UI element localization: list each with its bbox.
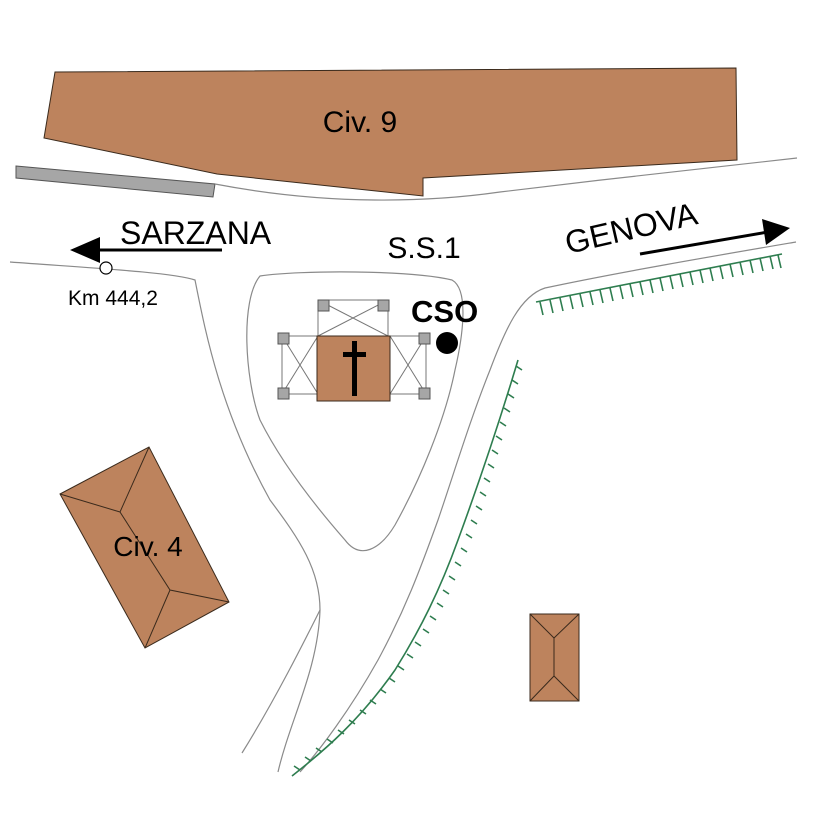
church-pillar — [277, 387, 290, 400]
building-civ-9 — [43, 67, 738, 197]
church — [277, 299, 431, 402]
hollow-circle-icon — [99, 261, 113, 275]
road-edges — [9, 157, 798, 773]
km-marker-label: Km 444,2 — [68, 287, 158, 310]
building-small — [529, 613, 580, 702]
direction-east-label: GENOVA — [561, 195, 701, 260]
road-edge-southwest — [9, 261, 321, 773]
direction-arrow-east — [639, 219, 790, 256]
building-civ-4-label: Civ. 4 — [113, 531, 183, 562]
filled-circle-icon — [436, 332, 458, 354]
embankment-side-hatch — [293, 365, 523, 771]
direction-arrow-west — [70, 237, 222, 263]
embankment-east — [291, 253, 783, 777]
embankment-side-line — [291, 359, 519, 777]
church-pillar — [317, 299, 330, 312]
embankment-top-line — [535, 253, 783, 303]
road-edge-east-branch — [299, 241, 797, 773]
church-top-cross-lines — [317, 299, 389, 337]
building-civ-4 — [59, 446, 230, 649]
road-edge-north — [214, 157, 798, 201]
church-right-cross-lines — [389, 335, 427, 395]
cross-icon — [343, 341, 366, 396]
road-name-label: S.S.1 — [387, 232, 460, 265]
church-pillar — [377, 299, 390, 312]
building-civ-9-label: Civ. 9 — [323, 106, 397, 139]
road-edge-southeast — [241, 609, 321, 754]
site-marker-label: CSO — [411, 294, 478, 329]
church-pillar — [418, 387, 431, 400]
wall-strip — [15, 165, 216, 198]
embankment-top-hatch — [539, 254, 782, 316]
direction-west-label: SARZANA — [120, 215, 272, 251]
church-pillar — [418, 332, 431, 345]
church-left-cross-lines — [281, 335, 319, 395]
traffic-island — [246, 271, 464, 552]
church-pillar — [277, 332, 290, 345]
